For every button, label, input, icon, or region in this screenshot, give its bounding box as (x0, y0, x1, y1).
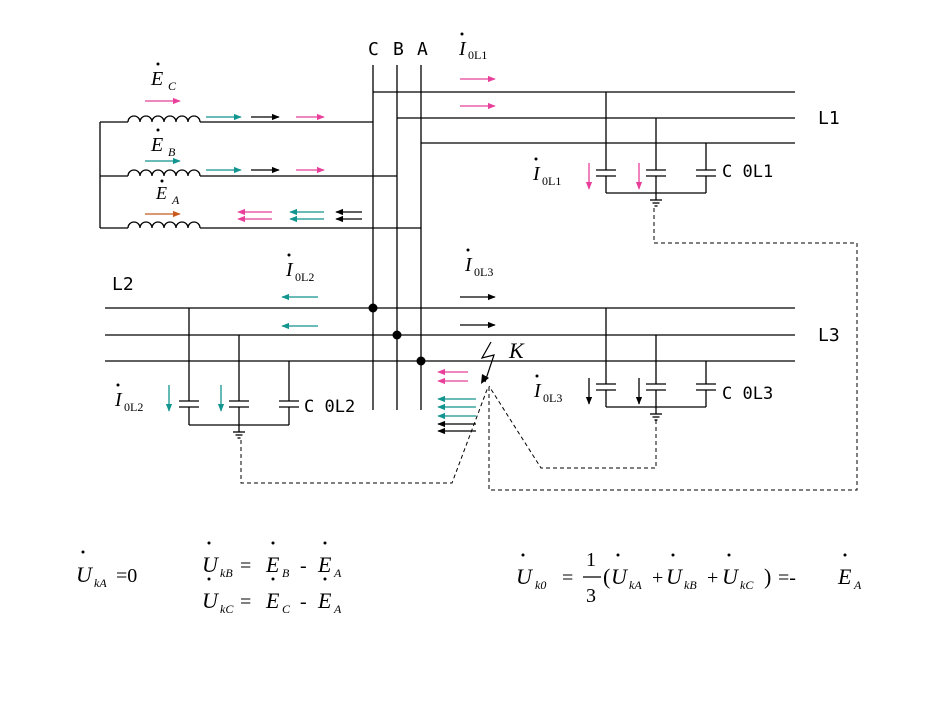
fault-label: K (508, 338, 525, 363)
svg-text:E: E (265, 552, 280, 577)
svg-text:0L2: 0L2 (295, 270, 314, 284)
svg-text:0L3: 0L3 (543, 391, 562, 405)
svg-text:kA: kA (629, 578, 642, 592)
equation-uk0: U k0 = 1 3 ( U kA + U kB + U kC ) =- E A (516, 549, 862, 607)
svg-text:C: C (282, 602, 291, 616)
svg-text:U: U (516, 564, 534, 589)
svg-text:E: E (265, 588, 280, 613)
svg-text:U: U (76, 562, 94, 587)
svg-text:U: U (722, 564, 740, 589)
svg-text:I: I (458, 38, 467, 60)
svg-text:=0: =0 (116, 565, 137, 587)
equation-ukc: U kC = E C - E A (202, 577, 342, 616)
line-label-l2: L2 (112, 274, 134, 295)
line-current-arrows (165, 75, 643, 435)
phase-label-c: C (368, 39, 379, 60)
svg-text:kB: kB (220, 566, 233, 580)
junction-dot-c (368, 303, 378, 313)
svg-text:B: B (168, 145, 176, 159)
svg-text:E: E (155, 183, 167, 203)
svg-text:0L1: 0L1 (542, 174, 561, 188)
current-label-i0l3-cap: I 0L3 (533, 374, 562, 405)
svg-text:0L1: 0L1 (468, 48, 487, 62)
svg-text:0L3: 0L3 (474, 265, 493, 279)
junction-dot-a (416, 356, 426, 366)
equation-uka: U kA =0 (76, 550, 137, 590)
svg-text:-: - (300, 555, 307, 577)
svg-text:A: A (333, 602, 342, 616)
svg-text:A: A (853, 578, 862, 592)
svg-text:=-: =- (778, 567, 796, 589)
line-label-l1: L1 (818, 108, 840, 129)
current-label-i0l2-line: I 0L2 (285, 253, 314, 284)
svg-text:E: E (150, 134, 163, 156)
emf-label-ec: E C (150, 62, 177, 93)
svg-text:(: ( (603, 564, 610, 589)
svg-text:A: A (171, 193, 180, 207)
equation-ukb: U kB = E B - E A (202, 541, 342, 580)
svg-text:+: + (707, 567, 718, 589)
svg-text:I: I (532, 163, 541, 185)
source-current-arrows (145, 97, 362, 223)
svg-text:kC: kC (220, 602, 234, 616)
current-label-i0l1-cap: I 0L1 (532, 157, 561, 188)
svg-text:3: 3 (586, 585, 596, 607)
svg-text:C: C (168, 79, 177, 93)
svg-text:=: = (562, 567, 573, 589)
svg-text:-: - (300, 591, 307, 613)
svg-text:E: E (317, 588, 332, 613)
cap-label-c0l1: C 0L1 (722, 162, 773, 182)
svg-text:1: 1 (586, 549, 596, 571)
phase-label-a: A (417, 39, 428, 60)
current-label-i0l2-cap: I 0L2 (114, 383, 143, 414)
coil-c (127, 115, 201, 123)
line-label-l3: L3 (818, 325, 840, 346)
svg-text:E: E (317, 552, 332, 577)
svg-text:I: I (464, 254, 473, 276)
coil-b (127, 169, 201, 177)
svg-text:B: B (282, 566, 290, 580)
cap-label-c0l2: C 0L2 (304, 397, 355, 417)
svg-text:U: U (611, 564, 629, 589)
phase-label-b: B (393, 39, 404, 60)
svg-text:E: E (150, 68, 163, 90)
emf-label-eb: E B (150, 128, 176, 159)
svg-text:I: I (285, 259, 294, 281)
svg-text:kC: kC (740, 578, 754, 592)
svg-text:U: U (202, 552, 220, 577)
svg-text:I: I (533, 380, 542, 402)
svg-text:=: = (240, 555, 251, 577)
svg-text:+: + (652, 567, 663, 589)
zero-sequence-return-paths (240, 208, 858, 491)
svg-text:A: A (333, 566, 342, 580)
emf-label-ea: E A (155, 179, 180, 207)
wiring (99, 65, 795, 439)
fault-arrowhead (481, 374, 489, 384)
fault-bolt (480, 341, 495, 383)
current-label-i0l3-line: I 0L3 (464, 248, 493, 279)
svg-text:kB: kB (684, 578, 697, 592)
junction-dot-b (392, 330, 402, 340)
svg-text:k0: k0 (535, 578, 546, 592)
svg-text:U: U (666, 564, 684, 589)
svg-text:kA: kA (94, 576, 107, 590)
cap-label-c0l3: C 0L3 (722, 384, 773, 404)
current-label-i0l1-top: I 0L1 (458, 32, 487, 62)
svg-text:0L2: 0L2 (124, 400, 143, 414)
svg-text:): ) (764, 564, 771, 589)
svg-text:=: = (240, 591, 251, 613)
coil-a (127, 221, 201, 229)
svg-text:U: U (202, 588, 220, 613)
svg-text:E: E (837, 564, 852, 589)
svg-text:I: I (114, 389, 123, 411)
